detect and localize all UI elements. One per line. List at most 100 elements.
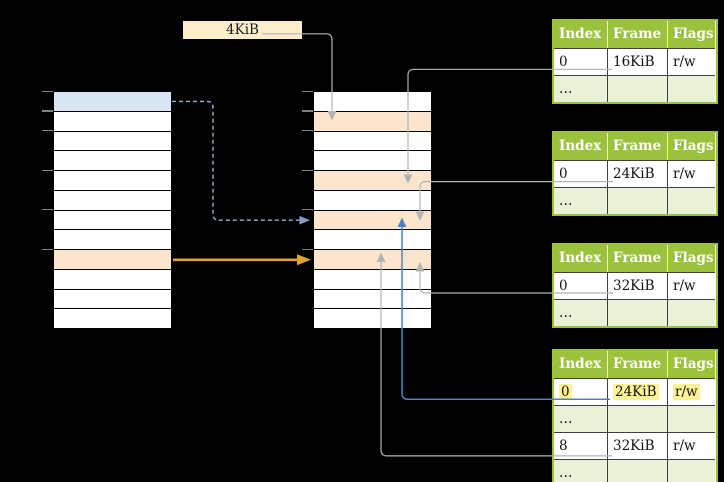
table-cell: r/w	[668, 378, 715, 405]
middle-memory-row-7	[314, 230, 431, 250]
page-table-level2-row-0: 0 24KiB r/w	[554, 378, 716, 405]
page-table-24kib-row-1: …	[554, 187, 716, 214]
table-cell	[668, 75, 715, 102]
middle-memory-row-2	[314, 131, 431, 152]
virtual-memory-column	[53, 91, 172, 329]
table-cell	[668, 299, 715, 326]
table-cell: 0	[554, 272, 608, 299]
header-cell-frame: Frame	[608, 351, 668, 378]
page-table-16kib-row-1: …	[554, 75, 716, 102]
header-cell-frame: Frame	[608, 21, 668, 48]
table-cell: 0	[554, 378, 608, 405]
row-tick	[302, 248, 313, 250]
header-cell-index: Index	[554, 351, 608, 378]
row-tick	[302, 169, 313, 171]
left-memory-row-5	[54, 190, 171, 211]
table-cell: 24KiB	[608, 160, 668, 187]
table-cell	[608, 299, 668, 326]
table-cell: 32KiB	[608, 272, 668, 299]
page-size-label-text: 4KiB	[226, 22, 259, 38]
table-cell: …	[554, 459, 608, 482]
table-cell: r/w	[668, 272, 715, 299]
table-cell: …	[554, 405, 608, 432]
middle-memory-row-10	[314, 289, 431, 310]
header-cell-frame: Frame	[608, 245, 668, 272]
left-memory-row-8	[54, 250, 171, 270]
middle-memory-row-11	[314, 309, 431, 328]
table-cell	[668, 459, 715, 482]
header-cell-index: Index	[554, 245, 608, 272]
row-tick	[302, 110, 313, 112]
table-cell: 8	[554, 432, 608, 459]
middle-memory-row-8	[314, 250, 431, 270]
middle-memory-row-5	[314, 190, 431, 211]
table-cell: …	[554, 299, 608, 326]
page-table-level2-row-3: …	[554, 459, 716, 482]
left-memory-row-3	[54, 151, 171, 171]
row-tick	[302, 130, 313, 132]
table-cell	[608, 459, 668, 482]
left-memory-row-2	[54, 131, 171, 152]
row-tick	[42, 130, 53, 132]
table-cell: r/w	[668, 160, 715, 187]
connector-virtual-page0-dashed	[172, 100, 310, 225]
table-cell	[668, 405, 715, 432]
header-cell-frame: Frame	[608, 133, 668, 160]
middle-memory-row-4	[314, 171, 431, 191]
header-cell-flags: Flags	[668, 133, 715, 160]
middle-memory-row-1	[314, 111, 431, 132]
table-cell: 0	[554, 160, 608, 187]
row-tick	[302, 90, 313, 92]
arrowhead-right-icon	[299, 215, 310, 225]
left-memory-row-7	[54, 230, 171, 250]
table-cell: 32KiB	[608, 432, 668, 459]
table-cell: r/w	[668, 48, 715, 75]
table-cell: …	[554, 75, 608, 102]
left-memory-row-10	[54, 289, 171, 310]
row-tick	[42, 248, 53, 250]
row-tick	[42, 90, 53, 92]
table-cell: 16KiB	[608, 48, 668, 75]
highlighted-text: 24KiB	[613, 384, 659, 400]
row-tick	[302, 209, 313, 211]
row-tick	[42, 110, 53, 112]
row-tick	[42, 169, 53, 171]
left-memory-row-9	[54, 269, 171, 290]
page-size-label: 4KiB	[183, 21, 302, 39]
left-memory-row-6	[54, 210, 171, 231]
physical-memory-column	[313, 91, 432, 329]
table-cell: …	[554, 187, 608, 214]
left-memory-row-1	[54, 111, 171, 132]
table-cell	[608, 405, 668, 432]
table-cell: r/w	[668, 432, 715, 459]
page-table-32kib-row-1: …	[554, 299, 716, 326]
middle-memory-row-3	[314, 151, 431, 171]
header-cell-flags: Flags	[668, 21, 715, 48]
highlighted-text: 0	[559, 384, 572, 400]
header-cell-index: Index	[554, 133, 608, 160]
connector-virtual-page8-orange	[173, 254, 311, 266]
middle-memory-row-0	[314, 92, 431, 112]
left-memory-row-0	[54, 92, 171, 112]
header-cell-flags: Flags	[668, 351, 715, 378]
table-cell: 24KiB	[608, 378, 668, 405]
highlighted-text: r/w	[673, 384, 700, 400]
table-cell	[668, 187, 715, 214]
left-memory-row-11	[54, 309, 171, 328]
middle-memory-row-9	[314, 269, 431, 290]
row-tick	[42, 209, 53, 211]
table-cell	[608, 187, 668, 214]
